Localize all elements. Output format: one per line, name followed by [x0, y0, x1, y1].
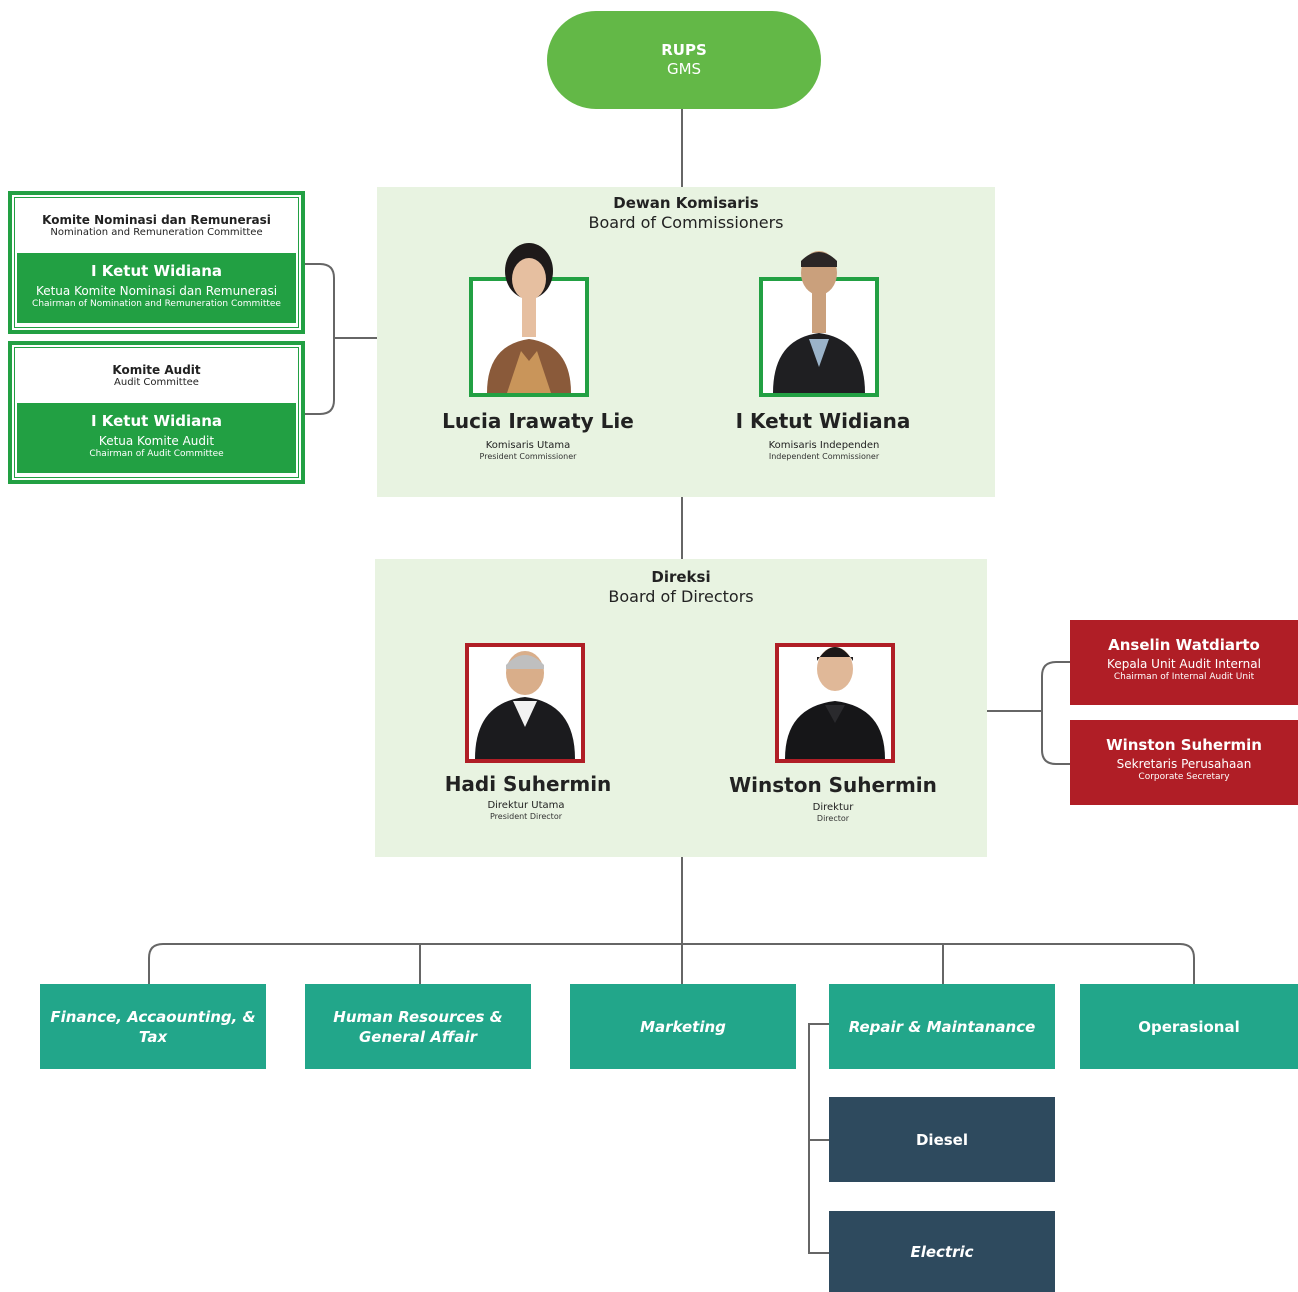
commissioner-photo-2: [759, 251, 879, 397]
person-photo-icon: [785, 647, 885, 759]
director-photo-2: [775, 643, 895, 763]
commissioner-role-2: Komisaris Independen: [768, 440, 880, 451]
commissioner-photo-1: [469, 243, 589, 397]
committee-subtitle: Nomination and Remuneration Committee: [50, 227, 263, 238]
internal-audit-unit-box: Anselin Watdiarto Kepala Unit Audit Inte…: [1070, 620, 1298, 705]
committee-chair-box: I Ketut Widiana Ketua Komite Nominasi da…: [17, 253, 296, 323]
department-repair-maintenance: Repair & Maintanance: [829, 984, 1055, 1069]
commissioner-role-en-2: Independent Commissioner: [768, 452, 880, 461]
audit-committee: Komite Audit Audit Committee I Ketut Wid…: [8, 341, 305, 484]
person-photo-icon: [773, 251, 865, 393]
sub-unit-label: Electric: [910, 1242, 974, 1261]
director-name-1: Hadi Suhermin: [444, 772, 612, 796]
director-photo-1: [465, 643, 585, 763]
commissioners-subtitle: Board of Commissioners: [588, 213, 784, 232]
commissioners-heading: Dewan Komisaris Board of Commissioners: [377, 193, 995, 233]
director-name-2: Winston Suhermin: [729, 773, 937, 797]
department-label: Operasional: [1138, 1017, 1240, 1036]
committee-inner-border: [14, 347, 299, 478]
board-of-directors-panel: Direksi Board of Directors Hadi Suhermin…: [375, 559, 987, 857]
committee-title: Komite Nominasi dan Remunerasi: [42, 213, 271, 227]
commissioner-name-2: I Ketut Widiana: [735, 409, 911, 433]
sub-unit-label: Diesel: [915, 1130, 968, 1149]
director-role-2: Direktur: [812, 802, 854, 813]
committee-chair-role-en: Chairman of Nomination and Remuneration …: [32, 299, 281, 309]
committee-chair-box: I Ketut Widiana Ketua Komite Audit Chair…: [17, 403, 296, 473]
department-label: Repair & Maintanance: [848, 1017, 1036, 1036]
directors-title: Direksi: [651, 568, 711, 586]
director-role-1: Direktur Utama: [487, 800, 565, 811]
support-unit-role: Sekretaris Perusahaan: [1116, 757, 1252, 771]
nomination-remuneration-committee: Komite Nominasi dan Remunerasi Nominatio…: [8, 191, 305, 334]
person-photo-icon: [487, 243, 571, 393]
commissioner-name-1: Lucia Irawaty Lie: [442, 409, 634, 433]
commissioner-role-1: Komisaris Utama: [485, 440, 571, 451]
support-unit-name: Winston Suhermin: [1106, 736, 1262, 754]
gms-title: RUPS: [661, 41, 707, 59]
committee-chair-role-en: Chairman of Audit Committee: [89, 449, 224, 459]
department-finance: Finance, Accaounting, & Tax: [40, 984, 266, 1069]
directors-subtitle: Board of Directors: [608, 587, 754, 606]
director-role-en-2: Director: [816, 814, 850, 823]
department-human-resources: Human Resources & General Affair: [305, 984, 531, 1069]
department-operasional: Operasional: [1080, 984, 1298, 1069]
corporate-secretary-box: Winston Suhermin Sekretaris Perusahaan C…: [1070, 720, 1298, 805]
committee-inner-border: [14, 197, 299, 328]
sub-unit-diesel: Diesel: [829, 1097, 1055, 1182]
support-unit-name: Anselin Watdiarto: [1108, 636, 1260, 654]
committee-title: Komite Audit: [112, 363, 201, 377]
sub-unit-electric: Electric: [829, 1211, 1055, 1292]
commissioners-title: Dewan Komisaris: [613, 194, 759, 212]
director-role-en-1: President Director: [490, 812, 562, 821]
person-photo-icon: [475, 651, 575, 759]
committee-chair-name: I Ketut Widiana: [90, 412, 223, 430]
committee-chair-role: Ketua Komite Nominasi dan Remunerasi: [35, 284, 278, 298]
support-unit-role: Kepala Unit Audit Internal: [1107, 657, 1261, 671]
committee-subtitle: Audit Committee: [114, 377, 199, 388]
support-unit-role-en: Corporate Secretary: [1138, 772, 1230, 782]
department-marketing: Marketing: [570, 984, 796, 1069]
department-label: Finance, Accaounting, & Tax: [50, 1007, 256, 1046]
committee-chair-name: I Ketut Widiana: [90, 262, 223, 280]
committee-chair-role: Ketua Komite Audit: [98, 434, 215, 448]
department-label: Marketing: [640, 1017, 726, 1036]
department-label: Human Resources & General Affair: [333, 1007, 503, 1046]
support-unit-role-en: Chairman of Internal Audit Unit: [1113, 672, 1255, 682]
gms-node: RUPS GMS: [547, 11, 821, 109]
gms-subtitle: GMS: [666, 60, 702, 78]
board-of-commissioners-panel: Dewan Komisaris Board of Commissioners L…: [377, 187, 995, 497]
directors-heading: Direksi Board of Directors: [375, 567, 987, 607]
commissioner-role-en-1: President Commissioner: [479, 452, 577, 461]
